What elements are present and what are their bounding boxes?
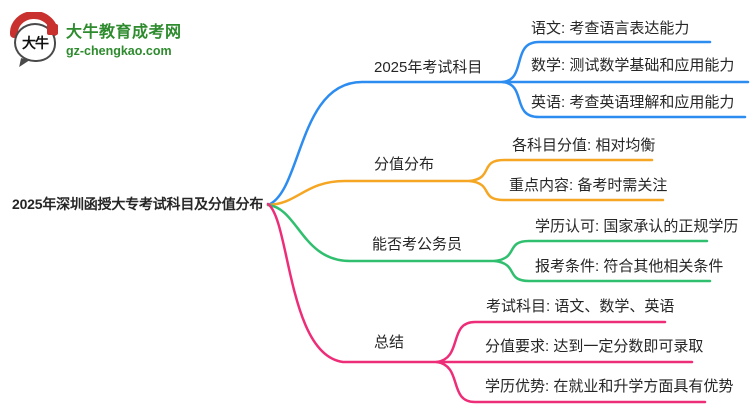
leaf-node-key-content: 重点内容: 备考时需关注 — [509, 177, 668, 194]
leaf-line — [501, 40, 712, 84]
leaf-node-english: 英语: 考查英语理解和应用能力 — [531, 94, 735, 111]
leaf-node-subject-scores: 各科目分值: 相对均衡 — [512, 137, 656, 154]
leaf-line — [493, 259, 712, 283]
brand-domain: gz-chengkao.com — [66, 44, 172, 58]
branch-score-distribution-lines — [266, 158, 665, 207]
branch-line — [266, 80, 505, 207]
logo-characters: 大牛 — [14, 23, 56, 62]
branch-node-exam-subjects: 2025年考试科目 — [374, 59, 483, 76]
logo-bubble-mark: 大牛 — [10, 12, 60, 64]
branch-summary-lines — [266, 202, 707, 404]
leaf-node-application-conditions: 报考条件: 符合其他相关条件 — [535, 258, 724, 275]
branch-node-score-distribution: 分值分布 — [374, 156, 435, 173]
brand-name: 大牛教育成考网 — [66, 24, 182, 41]
leaf-line — [493, 239, 709, 263]
leaf-line — [435, 320, 667, 364]
leaf-node-degree-recognition: 学历认可: 国家承认的正规学历 — [535, 218, 739, 235]
branch-line — [266, 179, 472, 207]
leaf-node-summary-degree-advantage: 学历优势: 在就业和升学方面具有优势 — [485, 378, 734, 395]
leaf-node-summary-subjects: 考试科目: 语文、数学、英语 — [486, 298, 675, 315]
branch-exam-subjects-lines — [266, 40, 750, 207]
branch-node-summary: 总结 — [374, 334, 405, 351]
leaf-line — [468, 158, 654, 183]
branch-line — [266, 203, 497, 263]
leaf-line — [468, 179, 665, 202]
root-node-label: 2025年深圳函授大专考试科目及分值分布 — [12, 196, 264, 212]
leaf-line — [435, 360, 707, 404]
logo-text: 大牛教育成考网 gz-chengkao.com — [66, 18, 182, 58]
site-logo: 大牛 大牛教育成考网 gz-chengkao.com — [10, 12, 182, 64]
branch-node-civil-service: 能否考公务员 — [372, 236, 463, 253]
leaf-node-summary-score-requirement: 分值要求: 达到一定分数即可录取 — [485, 338, 704, 355]
logo-seal-icon — [47, 24, 58, 35]
leaf-node-math: 数学: 测试数学基础和应用能力 — [531, 57, 735, 74]
leaf-node-chinese: 语文: 考查语言表达能力 — [531, 20, 690, 37]
branch-line — [266, 202, 439, 364]
leaf-line — [501, 80, 747, 119]
branch-civil-service-lines — [266, 203, 712, 283]
